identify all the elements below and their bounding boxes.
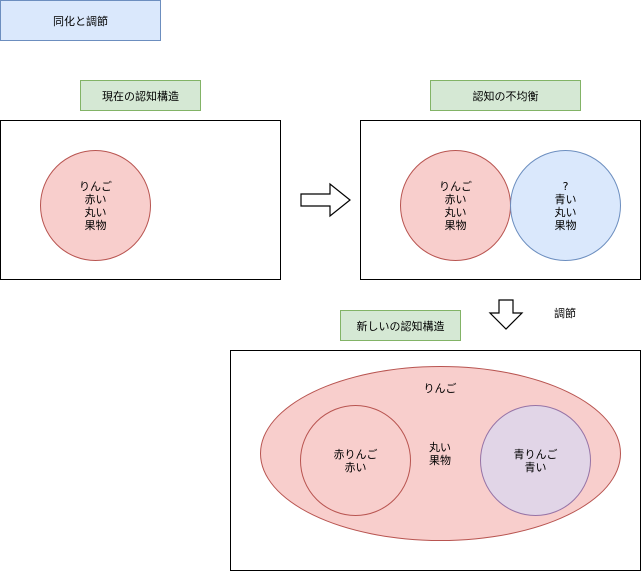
text-line: 丸い (429, 441, 451, 454)
text-line: 果物 (554, 218, 577, 232)
down-arrow-icon (488, 299, 524, 330)
text-line: 丸い (554, 205, 577, 219)
green-apple-circle: 青りんご青い (480, 405, 591, 516)
text-line: 丸い (444, 205, 467, 219)
text-line: りんご (79, 179, 112, 193)
text-line: りんご (439, 179, 472, 193)
text-line: 青りんご (513, 447, 558, 461)
text-line: 丸い (84, 205, 107, 219)
current-apple-text: りんご赤い丸い果物 (79, 180, 112, 232)
text-line: ? (562, 179, 569, 193)
current-apple-circle: りんご赤い丸い果物 (40, 150, 151, 261)
apple-ellipse-label: りんご (423, 382, 457, 395)
text-line: 果物 (84, 218, 107, 232)
new-structure-label: 新しいの認知構造 (340, 310, 461, 341)
text-line: 青い (524, 460, 547, 474)
shared-attributes-text: 丸い果物 (410, 441, 470, 471)
text-line: 青い (554, 192, 577, 206)
text-line: 赤い (344, 460, 367, 474)
accommodation-label: 調節 (554, 307, 576, 320)
imbalance-label: 認知の不均衡 (430, 80, 581, 111)
red-apple-text: 赤りんご赤い (334, 448, 378, 474)
text-line: 赤りんご (333, 447, 378, 461)
text-line: 果物 (429, 454, 451, 467)
imbalance-apple-text: りんご赤い丸い果物 (439, 180, 472, 232)
imbalance-unknown-circle: ?青い丸い果物 (510, 150, 621, 261)
red-apple-circle: 赤りんご赤い (300, 405, 411, 516)
imbalance-apple-circle: りんご赤い丸い果物 (400, 150, 511, 261)
green-apple-text: 青りんご青い (514, 448, 558, 474)
diagram-title: 同化と調節 (0, 0, 161, 41)
current-structure-label: 現在の認知構造 (80, 80, 201, 111)
imbalance-unknown-text: ?青い丸い果物 (555, 180, 577, 232)
text-line: 果物 (444, 218, 467, 232)
text-line: 赤い (444, 192, 467, 206)
right-arrow-icon (300, 182, 351, 218)
text-line: 赤い (84, 192, 107, 206)
